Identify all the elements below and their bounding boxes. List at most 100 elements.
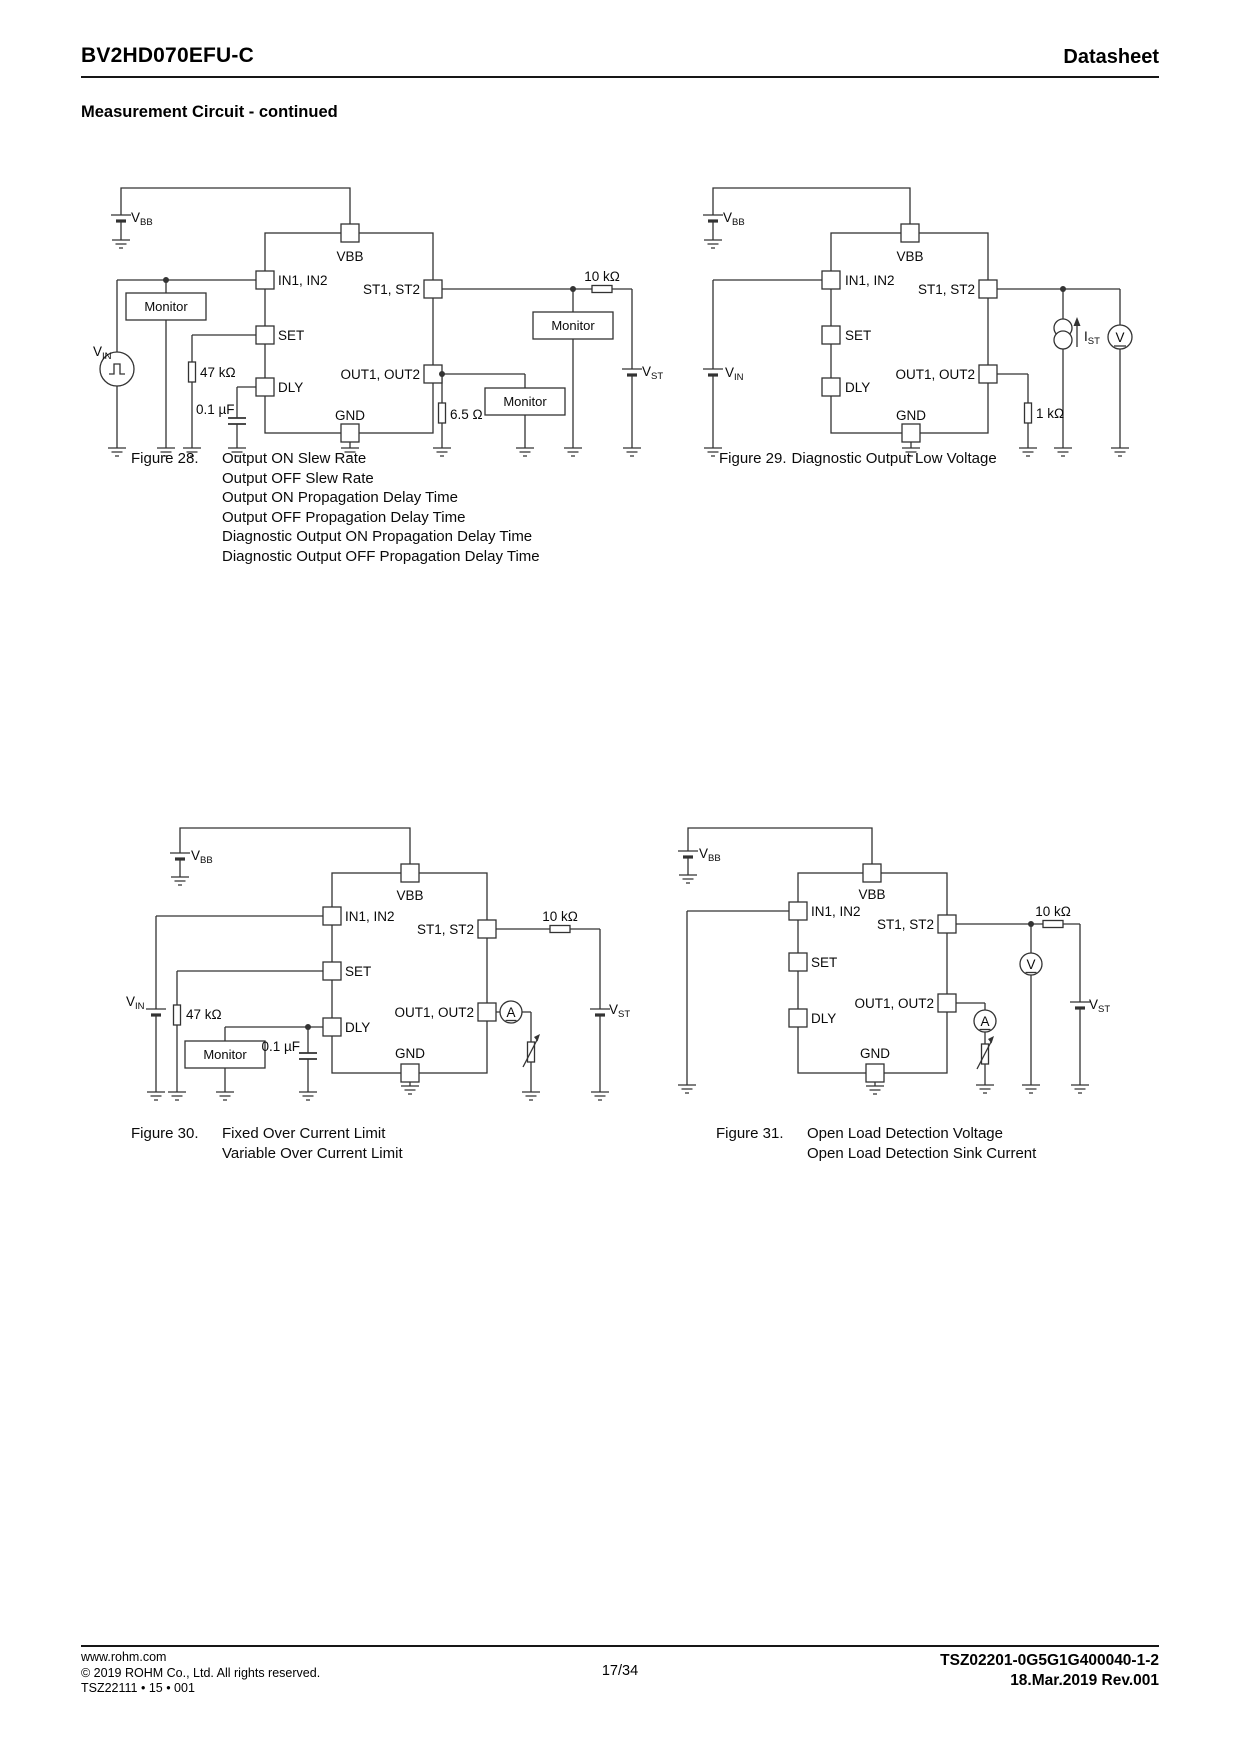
source-label-vbb: VBB [131,210,153,228]
wires [155,827,601,1092]
pin-label-out: OUT1, OUT2 [895,367,975,382]
caption-line: Output ON Propagation Delay Time [222,489,458,506]
caption-line: Diagnostic Output ON Propagation Delay T… [222,528,533,545]
ic-body [797,872,948,1074]
value-label-cap: 0.1 µF [261,1039,300,1054]
pin-label-st: ST1, ST2 [363,282,420,297]
svg-text:Monitor: Monitor [551,318,595,333]
figure29-caption: Figure 29. Diagnostic Output Low Voltage [719,449,997,469]
current-source-icon [1053,317,1081,350]
page-number: 17/34 [601,1663,639,1679]
value-label-10k: 10 kΩ [542,909,578,924]
part-number: BV2HD070EFU-C [81,44,254,67]
ground-icon [703,239,723,249]
ground-icon [1053,447,1073,457]
pin-box-in [788,901,808,921]
figure30-number: Figure 30. [131,1125,199,1142]
pin-label-gnd: GND [335,408,365,423]
pin-box-gnd [901,423,921,443]
pin-label-st: ST1, ST2 [918,282,975,297]
pin-label-in: IN1, IN2 [345,909,395,924]
figure28-caption: Figure 28. Output ON Slew Rate Output OF… [131,449,540,566]
pin-label-vbb: VBB [336,249,363,264]
vst-battery-icon [588,1007,612,1017]
pin-box-in [322,906,342,926]
source-label-vst: VST [609,1002,630,1020]
junction-dot [1060,286,1066,292]
resistor-47k-icon [172,1004,182,1026]
pin-box-vbb [862,863,882,883]
footer-doc-code: TSZ22111 • 15 • 001 [81,1681,195,1695]
figure28-number: Figure 28. [131,450,199,467]
svg-text:A: A [506,1005,515,1020]
pin-box-vbb [340,223,360,243]
voltmeter-icon: V [1019,952,1043,976]
pin-label-vbb: VBB [858,887,885,902]
junction-dot [305,1024,311,1030]
vin-battery-icon [144,1007,168,1017]
figure30-caption: Figure 30. Fixed Over Current Limit Vari… [131,1124,403,1163]
source-label-ist: IST [1084,329,1100,347]
wires [712,187,1121,448]
resistor-6p5-icon [437,402,447,424]
value-label-cap: 0.1 µF [196,402,235,417]
pin-box-dly [322,1017,342,1037]
source-label-vin: VIN [126,994,145,1012]
figure29-caption-lines: Diagnostic Output Low Voltage [792,449,997,469]
figure31-number: Figure 31. [716,1125,784,1142]
pin-box-set [821,325,841,345]
ground-icon [590,1091,610,1101]
pin-box-vbb [900,223,920,243]
ground-icon [1070,1084,1090,1094]
source-label-vbb: VBB [191,848,213,866]
svg-text:A: A [980,1014,989,1029]
monitor-box: Monitor [184,1040,266,1069]
pin-box-set [322,961,342,981]
value-label-47k: 47 kΩ [186,1007,222,1022]
pin-label-out: OUT1, OUT2 [340,367,420,382]
ammeter-icon: A [973,1009,997,1033]
ground-icon [678,874,698,884]
pin-label-gnd: GND [395,1046,425,1061]
ground-icon [298,1091,318,1101]
monitor-box: Monitor [484,387,566,416]
ground-icon [1018,447,1038,457]
figure31-caption-lines: Open Load Detection Voltage Open Load De… [807,1124,1036,1163]
pin-box-set [255,325,275,345]
ground-icon [1021,1084,1041,1094]
figure31-caption: Figure 31. Open Load Detection Voltage O… [716,1124,1036,1163]
junction-dot [163,277,169,283]
figure30-circuit: Monitor A VBB VIN VST VBB IN1, IN2 SET D… [126,827,630,1101]
source-label-vbb: VBB [699,846,721,864]
caption-line: Output OFF Propagation Delay Time [222,508,466,526]
ground-icon [107,447,127,457]
vst-battery-icon [620,367,644,377]
caption-line: Variable Over Current Limit [222,1144,403,1162]
source-label-vst: VST [642,364,663,382]
ground-icon [563,447,583,457]
section-title: Measurement Circuit - continued [81,103,338,121]
resistor-10k-icon [1042,919,1064,929]
footer-website[interactable]: www.rohm.com [81,1650,167,1664]
ground-icon [215,1091,235,1101]
pin-box-gnd [400,1063,420,1083]
ground-icon [170,876,190,886]
pin-label-in: IN1, IN2 [811,904,861,919]
pin-box-in [821,270,841,290]
figure28-caption-lines: Output ON Slew Rate Output OFF Slew Rate… [222,449,540,566]
pin-label-in: IN1, IN2 [278,273,328,288]
pin-box-out [937,993,957,1013]
figure29-number: Figure 29. [719,450,787,467]
vst-battery-icon [1068,1000,1092,1010]
monitor-box: Monitor [532,311,614,340]
footer-rule [81,1645,1159,1647]
pin-box-out [978,364,998,384]
pin-label-set: SET [345,964,371,979]
svg-text:Monitor: Monitor [144,299,188,314]
figure29-circuit: V VBB VIN IST VBB IN1, IN2 SET DLY GND S… [701,187,1133,457]
footer-copyright: © 2019 ROHM Co., Ltd. All rights reserve… [81,1665,321,1680]
header-rule [81,76,1159,78]
value-label-10k: 10 kΩ [1035,904,1071,919]
caption-line: Output OFF Slew Rate [222,469,374,487]
caption-line: Open Load Detection Voltage [807,1125,1003,1142]
